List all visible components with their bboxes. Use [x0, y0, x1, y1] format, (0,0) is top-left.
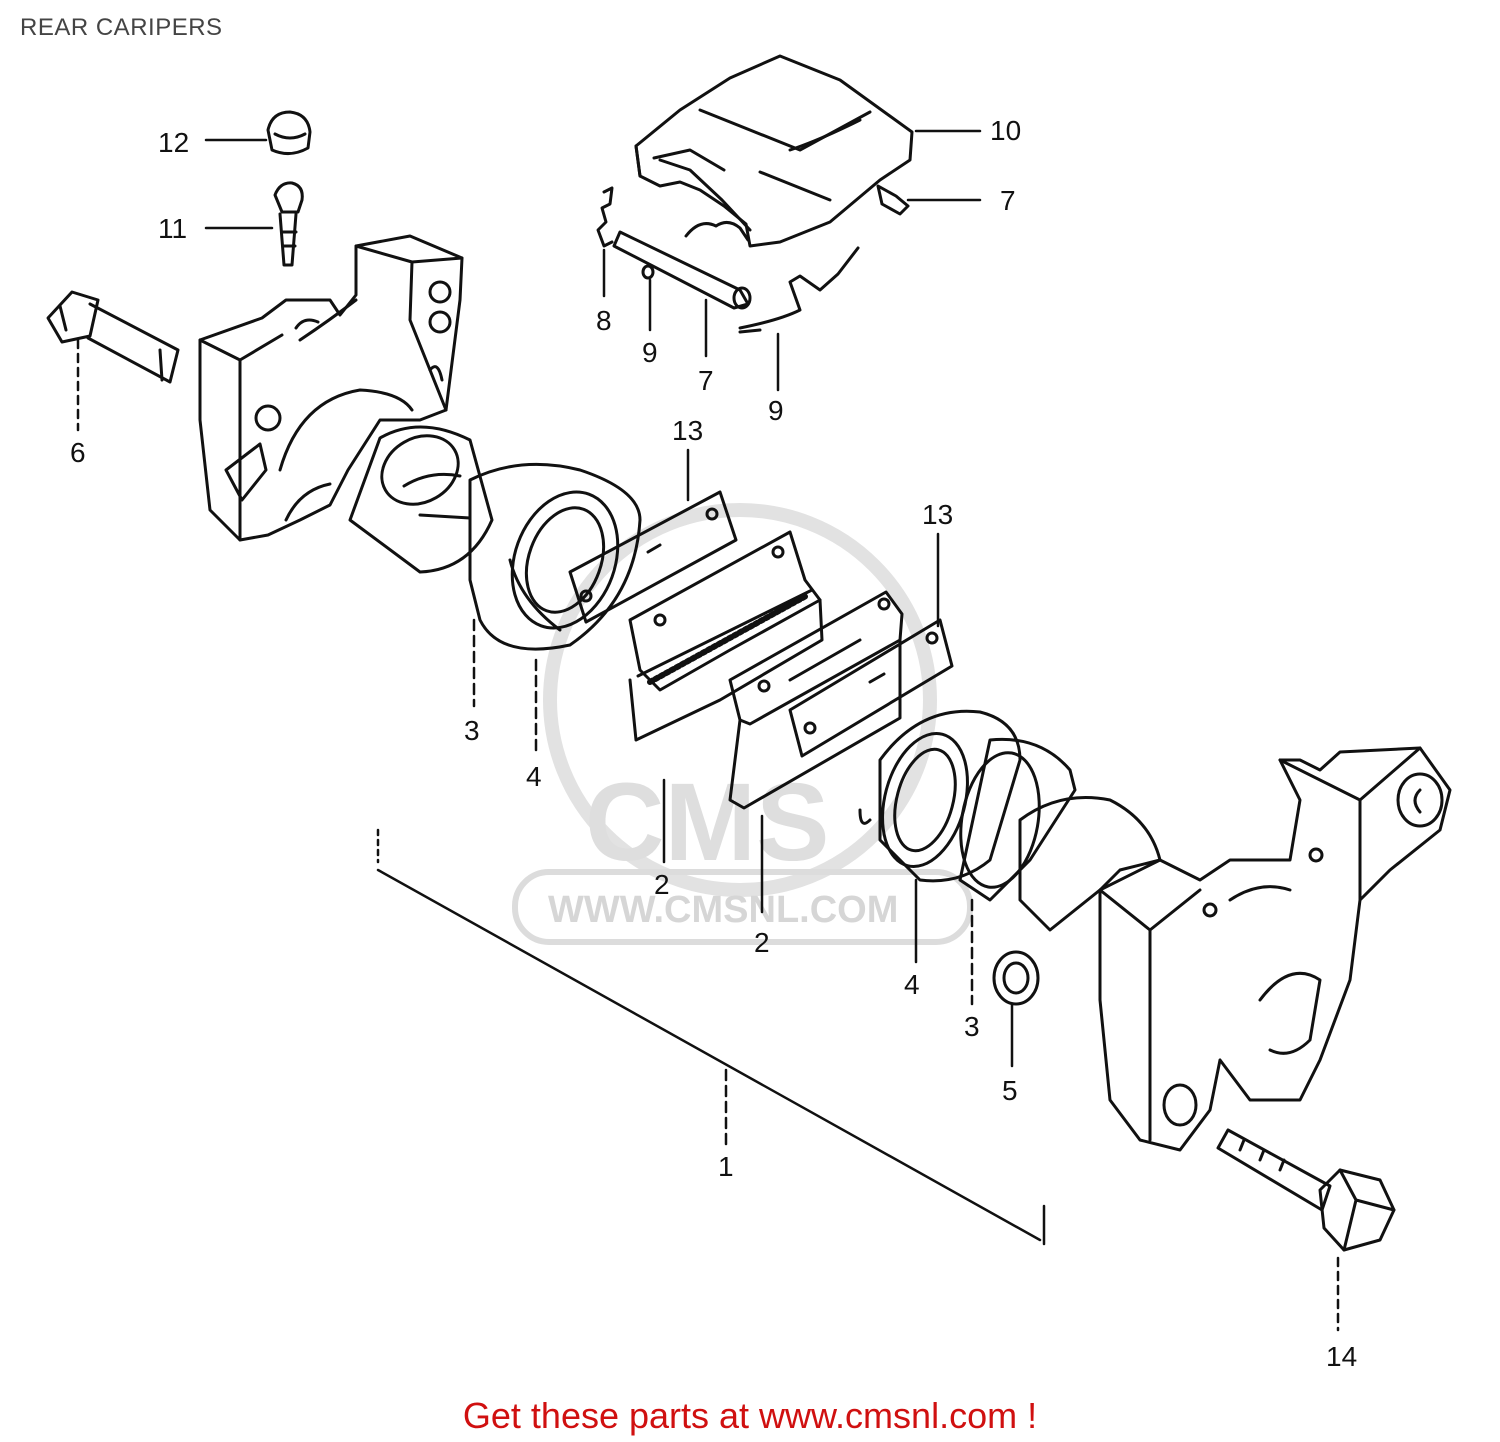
- callout-8: 8: [596, 305, 612, 336]
- part-14-bolt: [1216, 1128, 1396, 1252]
- callout-5: 5: [1002, 1075, 1018, 1106]
- watermark-url: WWW.CMSNL.COM: [548, 889, 898, 931]
- leader-lines: [76, 129, 1340, 1332]
- right-caliper-body: [1018, 746, 1452, 1152]
- callout-13-right: 13: [922, 499, 953, 530]
- callout-3-left: 3: [464, 715, 480, 746]
- callout-13-left: 13: [672, 415, 703, 446]
- part-11-bleeder-valve: [273, 181, 304, 267]
- part-8-clip: [596, 186, 614, 248]
- left-caliper-body: [198, 234, 464, 542]
- part-7-pin-rod: [612, 230, 752, 310]
- part-7-small-pin: [876, 184, 910, 216]
- callout-6: 6: [70, 437, 86, 468]
- part-4-seal-right: [858, 709, 1022, 883]
- callout-10: 10: [990, 115, 1021, 146]
- watermark: CMS WWW.CMSNL.COM: [512, 503, 973, 945]
- part-5-ring: [992, 950, 1040, 1006]
- part-12-bleeder-cap: [266, 110, 312, 155]
- callout-4-left: 4: [526, 761, 542, 792]
- callout-9-right: 9: [768, 395, 784, 426]
- callout-9-left: 9: [642, 337, 658, 368]
- callout-2-left: 2: [654, 869, 670, 900]
- part-13-shim-right: [788, 618, 954, 758]
- part-9-spring-right: [738, 246, 860, 334]
- footer-link[interactable]: Get these parts at www.cmsnl.com !: [462, 1395, 1038, 1436]
- part-3-piston-right: [958, 737, 1077, 902]
- callout-7-left: 7: [698, 365, 714, 396]
- callout-14: 14: [1326, 1341, 1357, 1372]
- callout-3-right: 3: [964, 1011, 980, 1042]
- callouts: 12 11 6 10 7 8 9 7 9 13 13 3 4 2 2 4 3 5…: [70, 115, 1357, 1372]
- callout-11: 11: [158, 213, 187, 244]
- callout-12: 12: [158, 127, 189, 158]
- callout-4-right: 4: [904, 969, 920, 1000]
- part-10-pad-cover: [634, 54, 914, 248]
- assembly-bracket-1: [376, 828, 1046, 1246]
- part-13-shim-left: [568, 490, 738, 624]
- part-4-seal-left: [468, 462, 642, 651]
- part-9-spring-left: [641, 221, 750, 280]
- part-3-piston-left: [348, 425, 494, 574]
- page-title: REAR CARIPERS: [20, 14, 223, 41]
- part-2-pad-left: [628, 530, 824, 742]
- callout-7-right: 7: [1000, 185, 1016, 216]
- callout-2-right: 2: [754, 927, 770, 958]
- callout-1: 1: [718, 1151, 734, 1182]
- part-6-caliper-pin: [46, 290, 180, 384]
- part-2-pad-right: [728, 590, 904, 810]
